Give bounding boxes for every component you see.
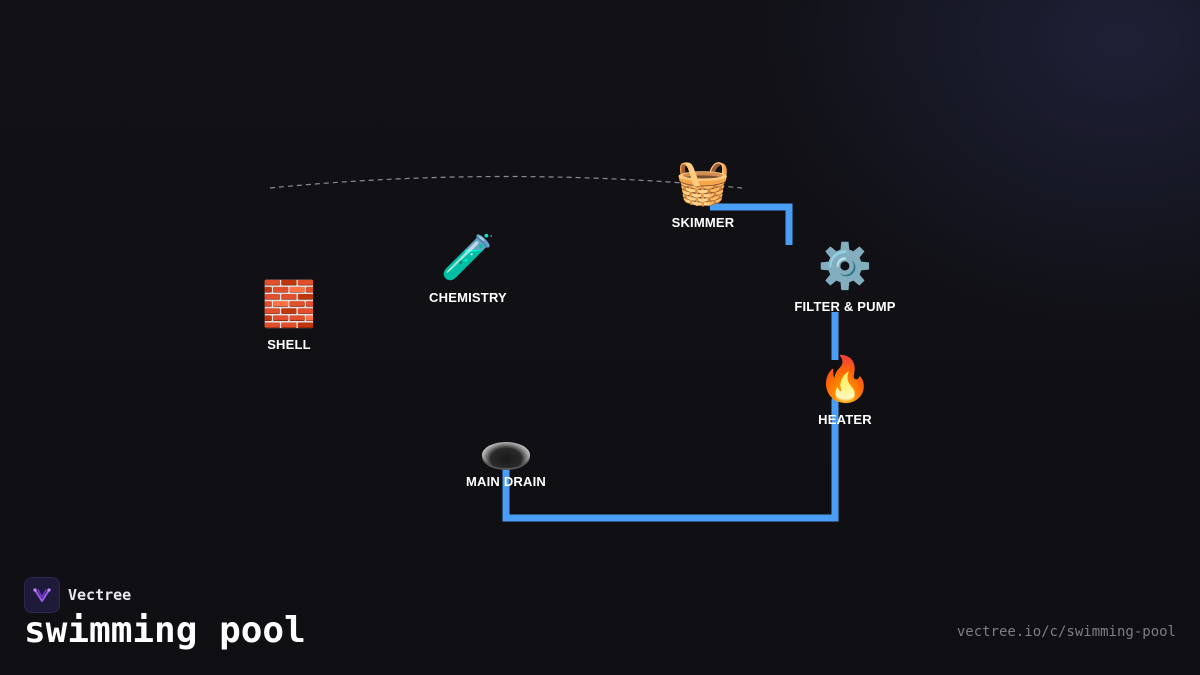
drain-icon <box>482 442 530 468</box>
pipe-heater-to-drain <box>502 396 839 522</box>
fire-icon: 🔥 <box>817 354 873 405</box>
brand[interactable]: Vectree <box>24 577 131 613</box>
brick-icon: 🧱 <box>261 279 317 330</box>
page-title: swimming pool <box>24 610 306 651</box>
node-heater[interactable]: 🔥 HEATER <box>765 354 925 427</box>
node-label: SHELL <box>267 337 311 352</box>
node-label: FILTER & PUMP <box>794 299 896 314</box>
pipe-skimmer-to-filter <box>710 203 793 245</box>
page-url[interactable]: vectree.io/c/swimming-pool <box>956 624 1176 640</box>
node-chemistry[interactable]: 🧪 CHEMISTRY <box>388 232 548 305</box>
dashed-arc <box>269 175 743 189</box>
test-tube-icon: 🧪 <box>440 232 496 283</box>
node-label: SKIMMER <box>671 215 735 230</box>
brand-name: Vectree <box>68 586 132 604</box>
node-label: HEATER <box>818 412 872 427</box>
node-main-drain[interactable]: MAIN DRAIN <box>426 428 586 489</box>
node-filter-pump[interactable]: ⚙️ FILTER & PUMP <box>765 241 925 314</box>
node-label: MAIN DRAIN <box>466 474 546 489</box>
node-shell[interactable]: 🧱 SHELL <box>209 279 369 352</box>
node-label: CHEMISTRY <box>429 290 507 305</box>
node-skimmer[interactable]: 🧺 SKIMMER <box>623 157 783 230</box>
basket-icon: 🧺 <box>675 157 731 208</box>
gear-icon: ⚙️ <box>817 241 873 292</box>
vectree-logo-icon <box>24 577 60 613</box>
